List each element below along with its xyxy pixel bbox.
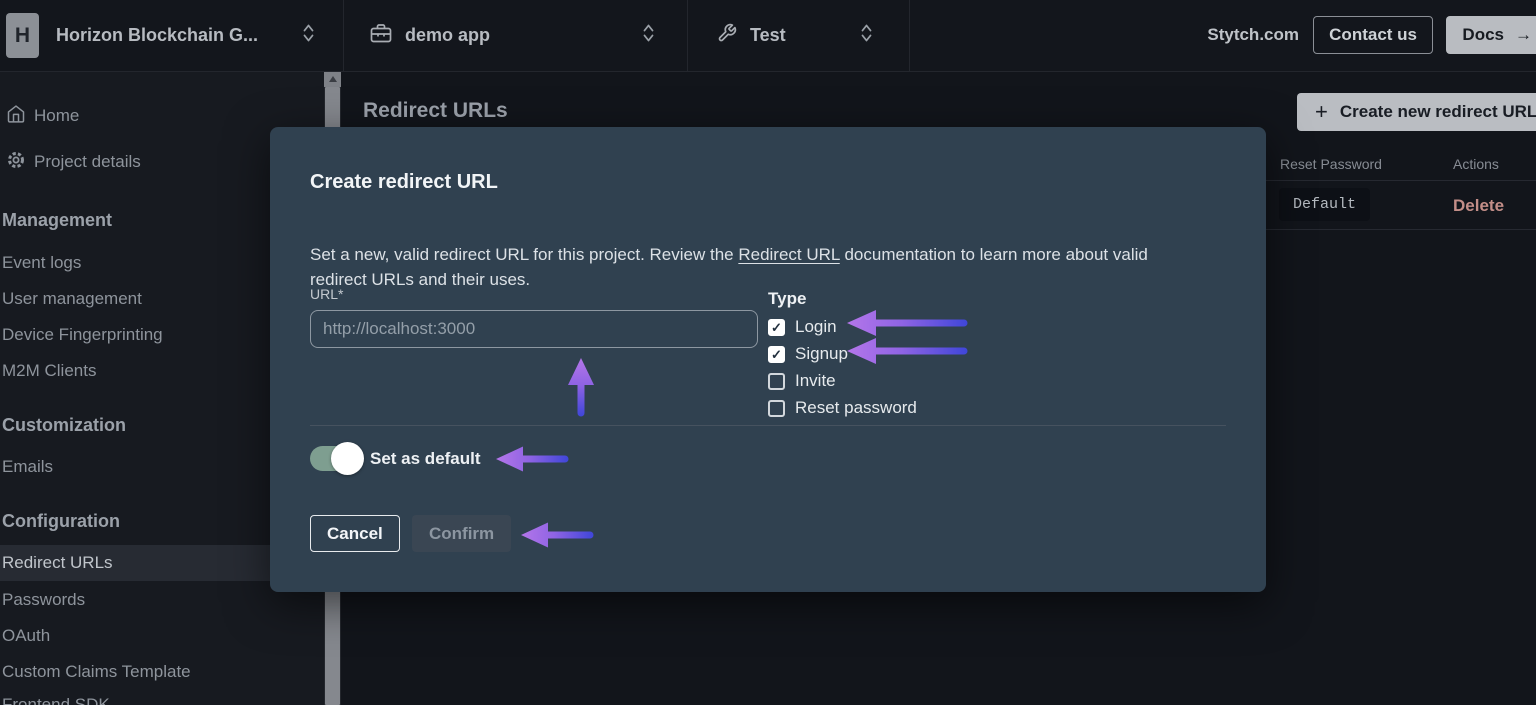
checkbox-reset-password[interactable]: ✓ Reset password	[768, 396, 917, 420]
checkbox-label: Login	[795, 317, 837, 336]
checkbox-login[interactable]: ✓ Login	[768, 315, 837, 339]
chevron-updown-icon	[860, 22, 873, 49]
create-redirect-url-button[interactable]: + Create new redirect URL	[1297, 93, 1536, 131]
sidebar-item-user-management[interactable]: User management	[2, 289, 142, 308]
topbar-divider	[687, 0, 688, 71]
app-name: demo app	[405, 25, 491, 45]
stytch-com-link[interactable]: Stytch.com	[1207, 25, 1299, 44]
checkbox-label: Signup	[795, 344, 848, 363]
sidebar-item-passwords[interactable]: Passwords	[2, 590, 86, 609]
delete-button[interactable]: Delete	[1453, 196, 1505, 215]
checkbox-label: Invite	[795, 371, 836, 390]
checkbox-invite[interactable]: ✓ Invite	[768, 369, 836, 393]
default-badge: Default	[1279, 188, 1371, 221]
checkbox-icon: ✓	[768, 345, 785, 363]
sidebar-item-m2m-clients[interactable]: M2M Clients	[2, 361, 97, 380]
page-title: Redirect URLs	[363, 99, 508, 122]
sidebar-item-device-fingerprinting[interactable]: Device Fingerprinting	[2, 325, 163, 344]
sidebar-item-event-logs[interactable]: Event logs	[2, 253, 82, 272]
environment-switcher[interactable]: Test	[687, 0, 909, 71]
topbar-divider	[909, 0, 910, 71]
sidebar-item-oauth[interactable]: OAuth	[2, 626, 51, 645]
modal-divider	[310, 425, 1226, 426]
docs-button[interactable]: Docs →	[1446, 16, 1536, 54]
sidebar-item-custom-claims-template[interactable]: Custom Claims Template	[2, 662, 191, 681]
confirm-button[interactable]: Confirm	[412, 515, 512, 552]
sidebar-section-management: Management	[2, 209, 113, 230]
chevron-updown-icon	[642, 22, 655, 49]
home-icon	[6, 104, 26, 129]
contact-us-button[interactable]: Contact us	[1313, 16, 1433, 54]
briefcase-icon	[370, 23, 392, 49]
arrow-right-icon: →	[1515, 25, 1532, 44]
scroll-up-button[interactable]	[324, 71, 341, 87]
top-bar: H Horizon Blockchain G... demo app	[0, 0, 1536, 72]
triangle-up-icon	[328, 76, 337, 82]
modal-title: Create redirect URL	[310, 171, 498, 193]
checkbox-signup[interactable]: ✓ Signup	[768, 342, 848, 366]
column-header-reset-password: Reset Password	[1280, 156, 1382, 172]
gear-icon	[6, 150, 26, 175]
sidebar-item-home[interactable]: Home	[0, 98, 324, 134]
sidebar-item-project-details[interactable]: Project details	[0, 144, 324, 180]
table-divider	[1266, 180, 1536, 181]
url-input[interactable]	[310, 310, 758, 348]
check-icon: ✓	[771, 319, 782, 335]
app-switcher[interactable]: demo app	[343, 0, 687, 71]
create-redirect-url-modal: Create redirect URL Set a new, valid red…	[270, 127, 1266, 592]
sidebar-item-label: Project details	[34, 152, 141, 171]
column-header-actions: Actions	[1453, 156, 1499, 172]
type-group-label: Type	[768, 289, 807, 308]
description-text: Set a new, valid redirect URL for this p…	[310, 245, 739, 264]
description-text: documentation to learn more about valid …	[310, 245, 1148, 289]
docs-button-label: Docs	[1462, 25, 1504, 44]
cancel-button[interactable]: Cancel	[310, 515, 400, 552]
chevron-updown-icon	[302, 22, 315, 49]
redirect-url-doc-link[interactable]: Redirect URL	[738, 245, 840, 264]
checkbox-icon: ✓	[768, 399, 785, 417]
toggle-label: Set as default	[370, 449, 481, 468]
sidebar-item-emails[interactable]: Emails	[2, 457, 54, 476]
checkbox-icon: ✓	[768, 372, 785, 390]
org-switcher[interactable]: H Horizon Blockchain G...	[0, 0, 343, 71]
env-name: Test	[750, 25, 786, 45]
checkbox-label: Reset password	[795, 398, 917, 417]
modal-description: Set a new, valid redirect URL for this p…	[310, 242, 1195, 292]
topbar-divider	[343, 0, 344, 71]
wrench-icon	[717, 23, 737, 48]
plus-icon: +	[1315, 99, 1328, 124]
org-logo: H	[6, 13, 39, 58]
sidebar-item-frontend-sdk[interactable]: Frontend SDK	[2, 695, 110, 705]
url-field-label: URL*	[310, 286, 344, 302]
sidebar-section-configuration: Configuration	[2, 510, 120, 531]
check-icon: ✓	[771, 346, 782, 362]
set-as-default-toggle[interactable]	[310, 442, 364, 475]
toggle-knob	[331, 442, 364, 475]
sidebar-section-customization: Customization	[2, 414, 126, 435]
create-button-label: Create new redirect URL	[1339, 102, 1536, 121]
checkbox-icon: ✓	[768, 318, 785, 336]
org-name: Horizon Blockchain G...	[56, 25, 259, 45]
sidebar-item-label: Home	[34, 106, 80, 125]
table-divider	[1266, 229, 1536, 230]
